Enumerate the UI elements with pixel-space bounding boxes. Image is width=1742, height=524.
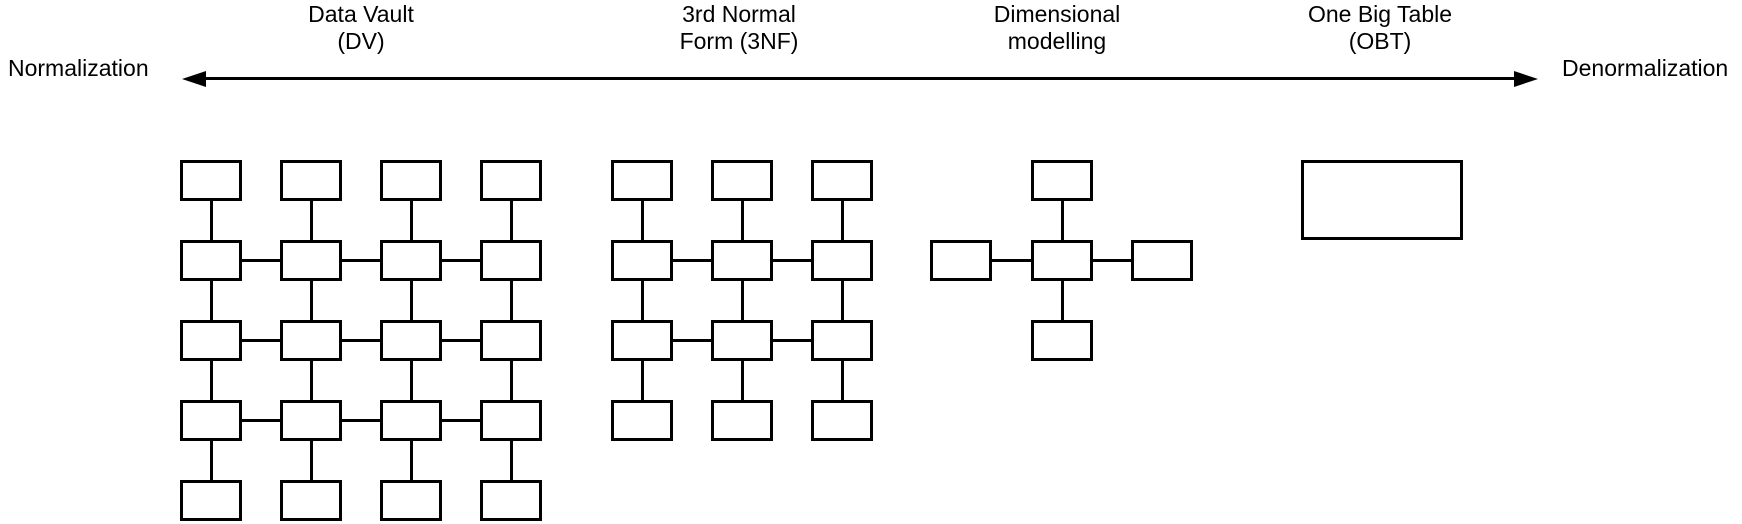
table-box <box>180 240 242 281</box>
relationship-link-vertical <box>640 281 644 320</box>
relationship-link-vertical <box>740 361 744 400</box>
relationship-link-vertical <box>409 281 413 320</box>
relationship-link-vertical <box>409 201 413 240</box>
relationship-link-vertical <box>309 441 313 480</box>
label-line: (OBT) <box>1348 28 1412 54</box>
table-box <box>811 320 873 361</box>
table-box <box>280 320 342 361</box>
relationship-link-vertical <box>840 281 844 320</box>
relationship-link-horizontal <box>242 339 280 342</box>
relationship-link-vertical <box>309 201 313 240</box>
relationship-link-horizontal <box>442 259 480 262</box>
relationship-link-horizontal <box>673 259 711 262</box>
label-line: (DV) <box>337 28 385 54</box>
table-box <box>930 240 992 281</box>
relationship-link-vertical <box>409 441 413 480</box>
relationship-link-vertical <box>840 201 844 240</box>
relationship-link-horizontal <box>1093 259 1131 262</box>
relationship-link-vertical <box>509 201 513 240</box>
relationship-link-horizontal <box>342 419 380 422</box>
label-line: modelling <box>1007 28 1107 54</box>
relationship-link-horizontal <box>342 259 380 262</box>
label-one-big-table: One Big Table (OBT) <box>1308 1 1452 55</box>
label-line: Form (3NF) <box>679 28 799 54</box>
table-box <box>280 240 342 281</box>
table-box <box>380 240 442 281</box>
table-box <box>611 400 673 441</box>
label-dimensional-modelling: Dimensional modelling <box>994 1 1121 55</box>
relationship-link-horizontal <box>773 259 811 262</box>
relationship-link-horizontal <box>992 259 1031 262</box>
table-box <box>280 480 342 521</box>
label-line: Dimensional <box>993 1 1121 27</box>
table-box <box>380 320 442 361</box>
label-line: Data Vault <box>308 1 414 27</box>
table-box <box>1131 240 1193 281</box>
relationship-link-vertical <box>840 361 844 400</box>
relationship-link-vertical <box>209 281 213 320</box>
relationship-link-vertical <box>309 281 313 320</box>
relationship-link-vertical <box>209 201 213 240</box>
relationship-link-vertical <box>309 361 313 400</box>
relationship-link-horizontal <box>673 339 711 342</box>
relationship-link-vertical <box>1060 201 1064 240</box>
relationship-link-vertical <box>409 361 413 400</box>
relationship-link-vertical <box>740 201 744 240</box>
arrowhead-right-icon <box>1514 71 1538 87</box>
one-big-table-box <box>1301 160 1463 240</box>
table-box <box>180 160 242 201</box>
relationship-link-vertical <box>740 281 744 320</box>
relationship-link-horizontal <box>242 419 280 422</box>
relationship-link-horizontal <box>342 339 380 342</box>
table-box <box>711 160 773 201</box>
relationship-link-horizontal <box>442 339 480 342</box>
table-box <box>480 160 542 201</box>
relationship-link-vertical <box>209 361 213 400</box>
table-box <box>1031 320 1093 361</box>
table-box <box>180 480 242 521</box>
label-third-normal-form: 3rd Normal Form (3NF) <box>680 1 799 55</box>
table-box <box>611 240 673 281</box>
table-box <box>180 320 242 361</box>
table-box <box>480 320 542 361</box>
table-box <box>1031 160 1093 201</box>
label-data-vault: Data Vault (DV) <box>308 1 414 55</box>
relationship-link-horizontal <box>242 259 280 262</box>
table-box <box>180 400 242 441</box>
table-box <box>811 400 873 441</box>
table-box <box>380 160 442 201</box>
table-box <box>811 240 873 281</box>
relationship-link-vertical <box>509 361 513 400</box>
table-box <box>480 480 542 521</box>
relationship-link-horizontal <box>442 419 480 422</box>
relationship-link-vertical <box>1060 281 1064 320</box>
table-box <box>380 480 442 521</box>
table-box <box>480 240 542 281</box>
table-box <box>811 160 873 201</box>
table-box <box>480 400 542 441</box>
relationship-link-vertical <box>509 281 513 320</box>
table-box <box>380 400 442 441</box>
relationship-link-vertical <box>209 441 213 480</box>
relationship-link-vertical <box>640 361 644 400</box>
relationship-link-vertical <box>509 441 513 480</box>
label-line: One Big Table <box>1307 1 1453 27</box>
axis-label-normalization: Normalization <box>8 55 149 81</box>
relationship-link-vertical <box>640 201 644 240</box>
table-box <box>711 240 773 281</box>
table-box <box>280 160 342 201</box>
relationship-link-horizontal <box>773 339 811 342</box>
axis-label-denormalization: Denormalization <box>1562 55 1729 81</box>
table-box <box>1031 240 1093 281</box>
label-line: 3rd Normal <box>682 1 796 27</box>
table-box <box>280 400 342 441</box>
table-box <box>711 320 773 361</box>
table-box <box>611 320 673 361</box>
table-box <box>611 160 673 201</box>
table-box <box>711 400 773 441</box>
arrowhead-left-icon <box>182 71 206 87</box>
axis-arrow-line <box>204 77 1516 80</box>
